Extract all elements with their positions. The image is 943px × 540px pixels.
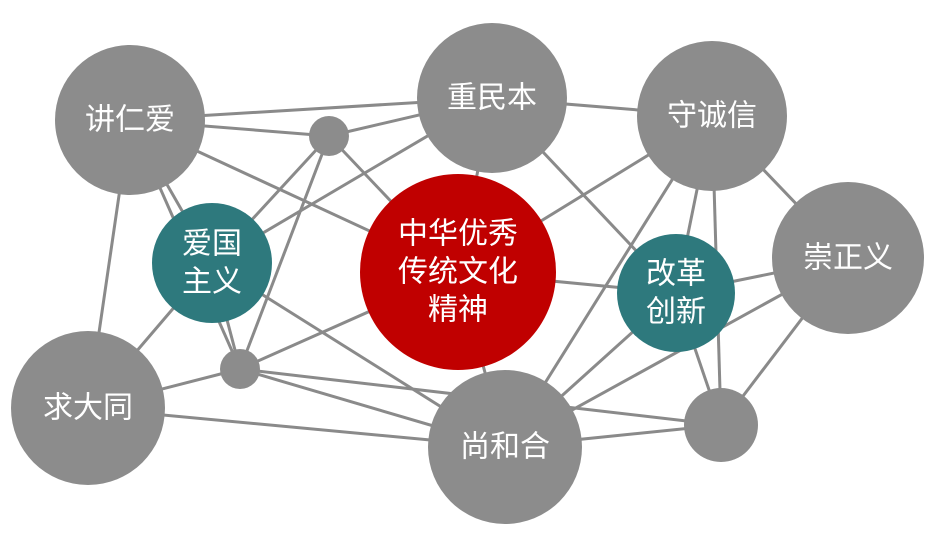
node-circle	[360, 174, 556, 370]
node-smallB	[220, 349, 260, 389]
edge-smallA-smallB	[238, 135, 331, 370]
node-circle	[11, 331, 165, 485]
node-label: 尚和合	[460, 430, 550, 465]
node-label: 崇正义	[803, 241, 893, 276]
node-circle	[617, 234, 735, 352]
node-smallC	[684, 388, 758, 462]
node-label: 讲仁爱	[85, 103, 175, 138]
node-circle	[684, 388, 758, 462]
node-shanghehe: 尚和合	[428, 370, 582, 524]
node-circle	[417, 23, 567, 173]
node-label: 求大同	[43, 391, 133, 426]
node-label: 传统文化	[398, 255, 518, 290]
node-zhongminben: 重民本	[417, 23, 567, 173]
node-smallA	[309, 116, 349, 156]
node-label: 重民本	[447, 81, 537, 116]
node-circle	[220, 349, 260, 389]
nodes: 讲仁爱重民本守诚信崇正义求大同尚和合中华优秀传统文化精神爱国主义改革创新	[11, 23, 924, 524]
node-label: 爱国	[182, 227, 242, 262]
node-label: 创新	[646, 295, 706, 330]
node-label: 中华优秀	[398, 217, 518, 252]
node-circle	[55, 45, 205, 195]
node-circle	[152, 203, 272, 323]
node-circle	[428, 370, 582, 524]
node-label: 精神	[428, 293, 488, 328]
node-circle	[772, 182, 924, 334]
node-chongzhengyi: 崇正义	[772, 182, 924, 334]
node-shouchengxin: 守诚信	[637, 41, 787, 191]
node-circle	[309, 116, 349, 156]
node-qiudatong: 求大同	[11, 331, 165, 485]
node-label: 主义	[182, 265, 242, 300]
node-label: 改革	[646, 257, 706, 292]
node-circle	[637, 41, 787, 191]
node-jiangrenai: 讲仁爱	[55, 45, 205, 195]
node-label: 守诚信	[667, 99, 757, 134]
